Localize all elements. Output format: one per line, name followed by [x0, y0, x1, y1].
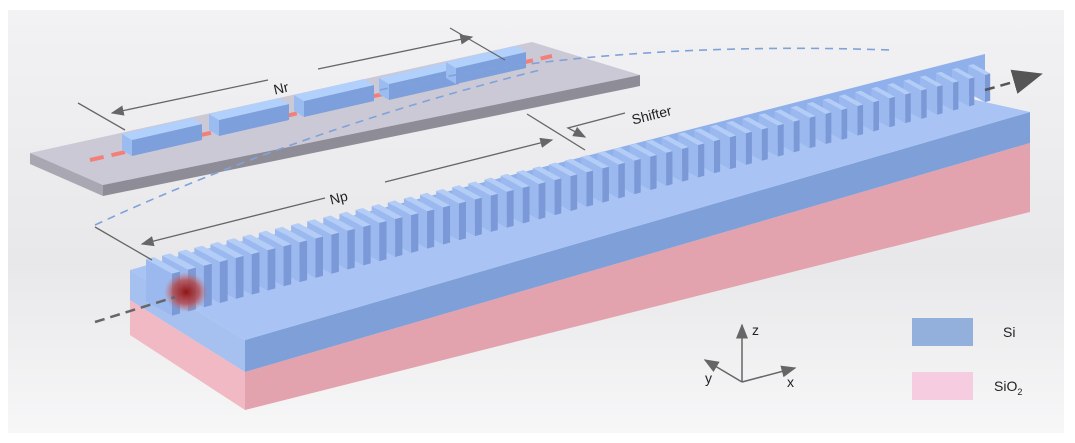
projection-line-upper — [379, 47, 891, 91]
y-axis-arrow — [703, 359, 743, 383]
y-axis-label: y — [705, 370, 712, 386]
slab-left — [30, 153, 103, 196]
ring-block — [446, 46, 526, 84]
z-axis-label: z — [752, 322, 759, 338]
grating-fin — [887, 83, 911, 124]
ring-block — [209, 98, 289, 136]
x-axis-arrow — [741, 365, 797, 383]
si-top-face — [130, 92, 1030, 340]
output-light-arrow — [984, 69, 1043, 94]
grating-fin — [774, 109, 800, 153]
nr-label: Nr — [272, 78, 291, 98]
shifter-pointer — [566, 112, 626, 138]
ring-block — [122, 118, 202, 156]
ring-block — [379, 62, 459, 100]
legend-sio2-label: SiO2 — [994, 378, 1023, 397]
x-axis-label: x — [787, 374, 794, 390]
legend-si-swatch — [912, 318, 973, 346]
slab-top — [30, 42, 640, 185]
sio2-front-face — [245, 143, 1030, 410]
np-dimension — [94, 113, 586, 261]
mode-spot — [164, 272, 208, 312]
si-front-face — [245, 112, 1030, 372]
axis-triad — [703, 323, 797, 383]
nr-dimension — [77, 27, 506, 131]
grating-fins — [146, 54, 991, 316]
main-waveguide — [130, 54, 1030, 410]
input-light-arrow — [94, 295, 176, 324]
projection-line-lower — [94, 69, 541, 226]
legend-si-label: Si — [1003, 324, 1016, 340]
legend-sio2-swatch — [912, 372, 973, 400]
ring-block — [294, 79, 374, 117]
sio2-left-face — [130, 300, 245, 410]
